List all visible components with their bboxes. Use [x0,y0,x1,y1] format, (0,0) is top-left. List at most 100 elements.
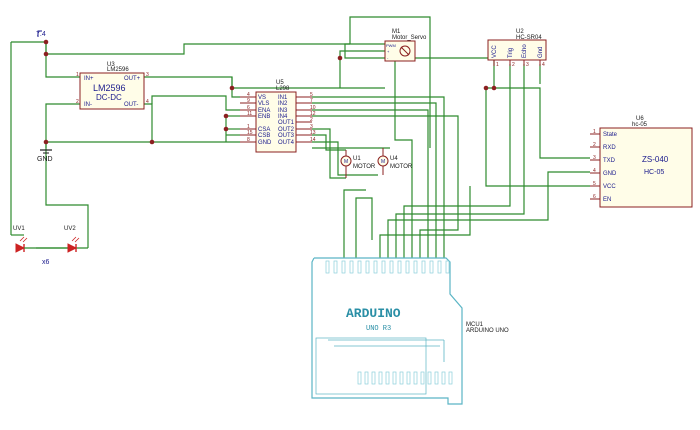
driver-pin-num: 8 [247,137,250,143]
driver-pin-name: IN3 [278,108,288,114]
led-uv1-ref: UV1 [13,226,25,232]
bluetooth-pin-num: 3 [593,155,596,161]
arduino-header-pin [413,371,418,385]
led-uv1: UV1 [13,226,70,253]
arduino-model: UNO R3 [366,325,391,333]
svg-text:M: M [381,159,385,165]
driver-pin-num: 7 [310,98,313,104]
svg-text:PWM: PWM [386,43,396,48]
driver-pin-num: 6 [247,105,250,111]
regulator-ref: U3 [107,62,115,68]
led-uv2-ref: UV2 [64,226,76,232]
arduino-header-pin [445,260,450,274]
svg-text:IN-: IN- [84,102,92,108]
ultrasonic-pin-num: 1 [496,62,499,68]
ultrasonic-pin-name: VCC [492,45,498,58]
driver-pin-name: OUT1 [278,120,295,126]
driver-value: L298 [276,86,290,92]
bluetooth-pin-name: State [603,132,618,138]
arduino-header-pin [365,260,370,274]
driver-pin-name: OUT4 [278,140,295,146]
arduino-ref: MCU1 [466,322,484,328]
arduino-header-pin [406,371,411,385]
ultrasonic-ref: U2 [516,29,524,35]
arduino-value: ARDUINO UNO [466,328,509,334]
arduino-brand: ARDUINO [346,306,401,321]
driver-ref: U5 [276,80,284,86]
motor-left-ref: U1 [353,156,361,162]
arduino-header-pin [341,260,346,274]
svg-text:M: M [344,159,348,165]
svg-text:3: 3 [146,72,149,78]
driver-pin-num: 1 [247,124,250,130]
svg-text:OUT+: OUT+ [124,76,141,82]
arduino-uno: ARDUINO UNO R3 MCU1 ARDUINO UNO [311,257,509,405]
bluetooth-pin-name: GND [603,171,617,177]
arduino-header-pin [399,371,404,385]
ultrasonic-pin-name: Trig [508,48,514,58]
driver-pin-name: VS [258,95,266,101]
ultrasonic-pin-num: 3 [526,62,529,68]
bluetooth-ref: U6 [636,116,644,122]
arduino-header-pin [448,371,453,385]
arduino-header-pin [373,260,378,274]
arduino-bottom-header [357,371,453,385]
ultrasonic-pin-name: Gnd [538,47,544,58]
power-net-text: 7.4 [36,31,46,38]
driver-pin-num: 14 [310,137,316,143]
arduino-header-pin [434,371,439,385]
driver-pin-name: IN1 [278,95,288,101]
motor-left-label: MOTOR [353,164,376,170]
svg-text:IN+: IN+ [84,76,94,82]
ultrasonic-pin-num: 2 [512,62,515,68]
ultrasonic-pin-name: Echo [522,44,528,58]
svg-text:-: - [387,55,389,60]
regulator-lm2596: U3 LM2596 LM2596 DC-DC 1 IN+ 2 IN- 3 OUT… [76,62,149,110]
svg-text:2: 2 [76,99,79,105]
arduino-header-pin [389,260,394,274]
servo-ref: M1 [392,29,401,35]
arduino-header-pin [385,371,390,385]
bluetooth-pin-num: 4 [593,168,596,174]
driver-pin-name: ENA [258,108,270,114]
arduino-header-pin [429,260,434,274]
driver-pin-name: IN4 [278,114,288,120]
motor-right-label: MOTOR [390,164,413,170]
bluetooth-pin-name: EN [603,197,611,203]
driver-pin-num: 15 [247,130,253,136]
arduino-header-pin [364,371,369,385]
driver-pin-num: 3 [310,124,313,130]
driver-pin-name: GND [258,140,272,146]
bluetooth-pin-num: 6 [593,194,596,200]
arduino-top-header [325,260,450,274]
ultrasonic-value: HC-SR04 [516,35,542,41]
arduino-header-pin [357,371,362,385]
driver-pin-num: 2 [310,117,313,123]
ground-label: GND [37,156,53,163]
svg-text:4: 4 [146,99,149,105]
arduino-header-pin [413,260,418,274]
bluetooth-pin-num: 5 [593,181,596,187]
ground-symbol: GND [37,149,53,163]
driver-pin-num: 4 [247,92,250,98]
svg-text:1: 1 [76,72,79,78]
arduino-header-pin [378,371,383,385]
bluetooth-pin-num: 1 [593,129,596,135]
bluetooth-pin-name: TXD [603,158,616,164]
arduino-header-pin [420,371,425,385]
driver-pin-name: OUT2 [278,127,295,133]
driver-pin-num: 11 [247,111,252,117]
driver-pin-num: 13 [310,130,316,136]
servo-motor: M1 Motor_Servo PWM + - [384,29,427,62]
wires [10,16,590,258]
led-multiplier: x6 [42,259,50,266]
driver-pin-name: VLS [258,101,269,107]
arduino-header-pin [421,260,426,274]
